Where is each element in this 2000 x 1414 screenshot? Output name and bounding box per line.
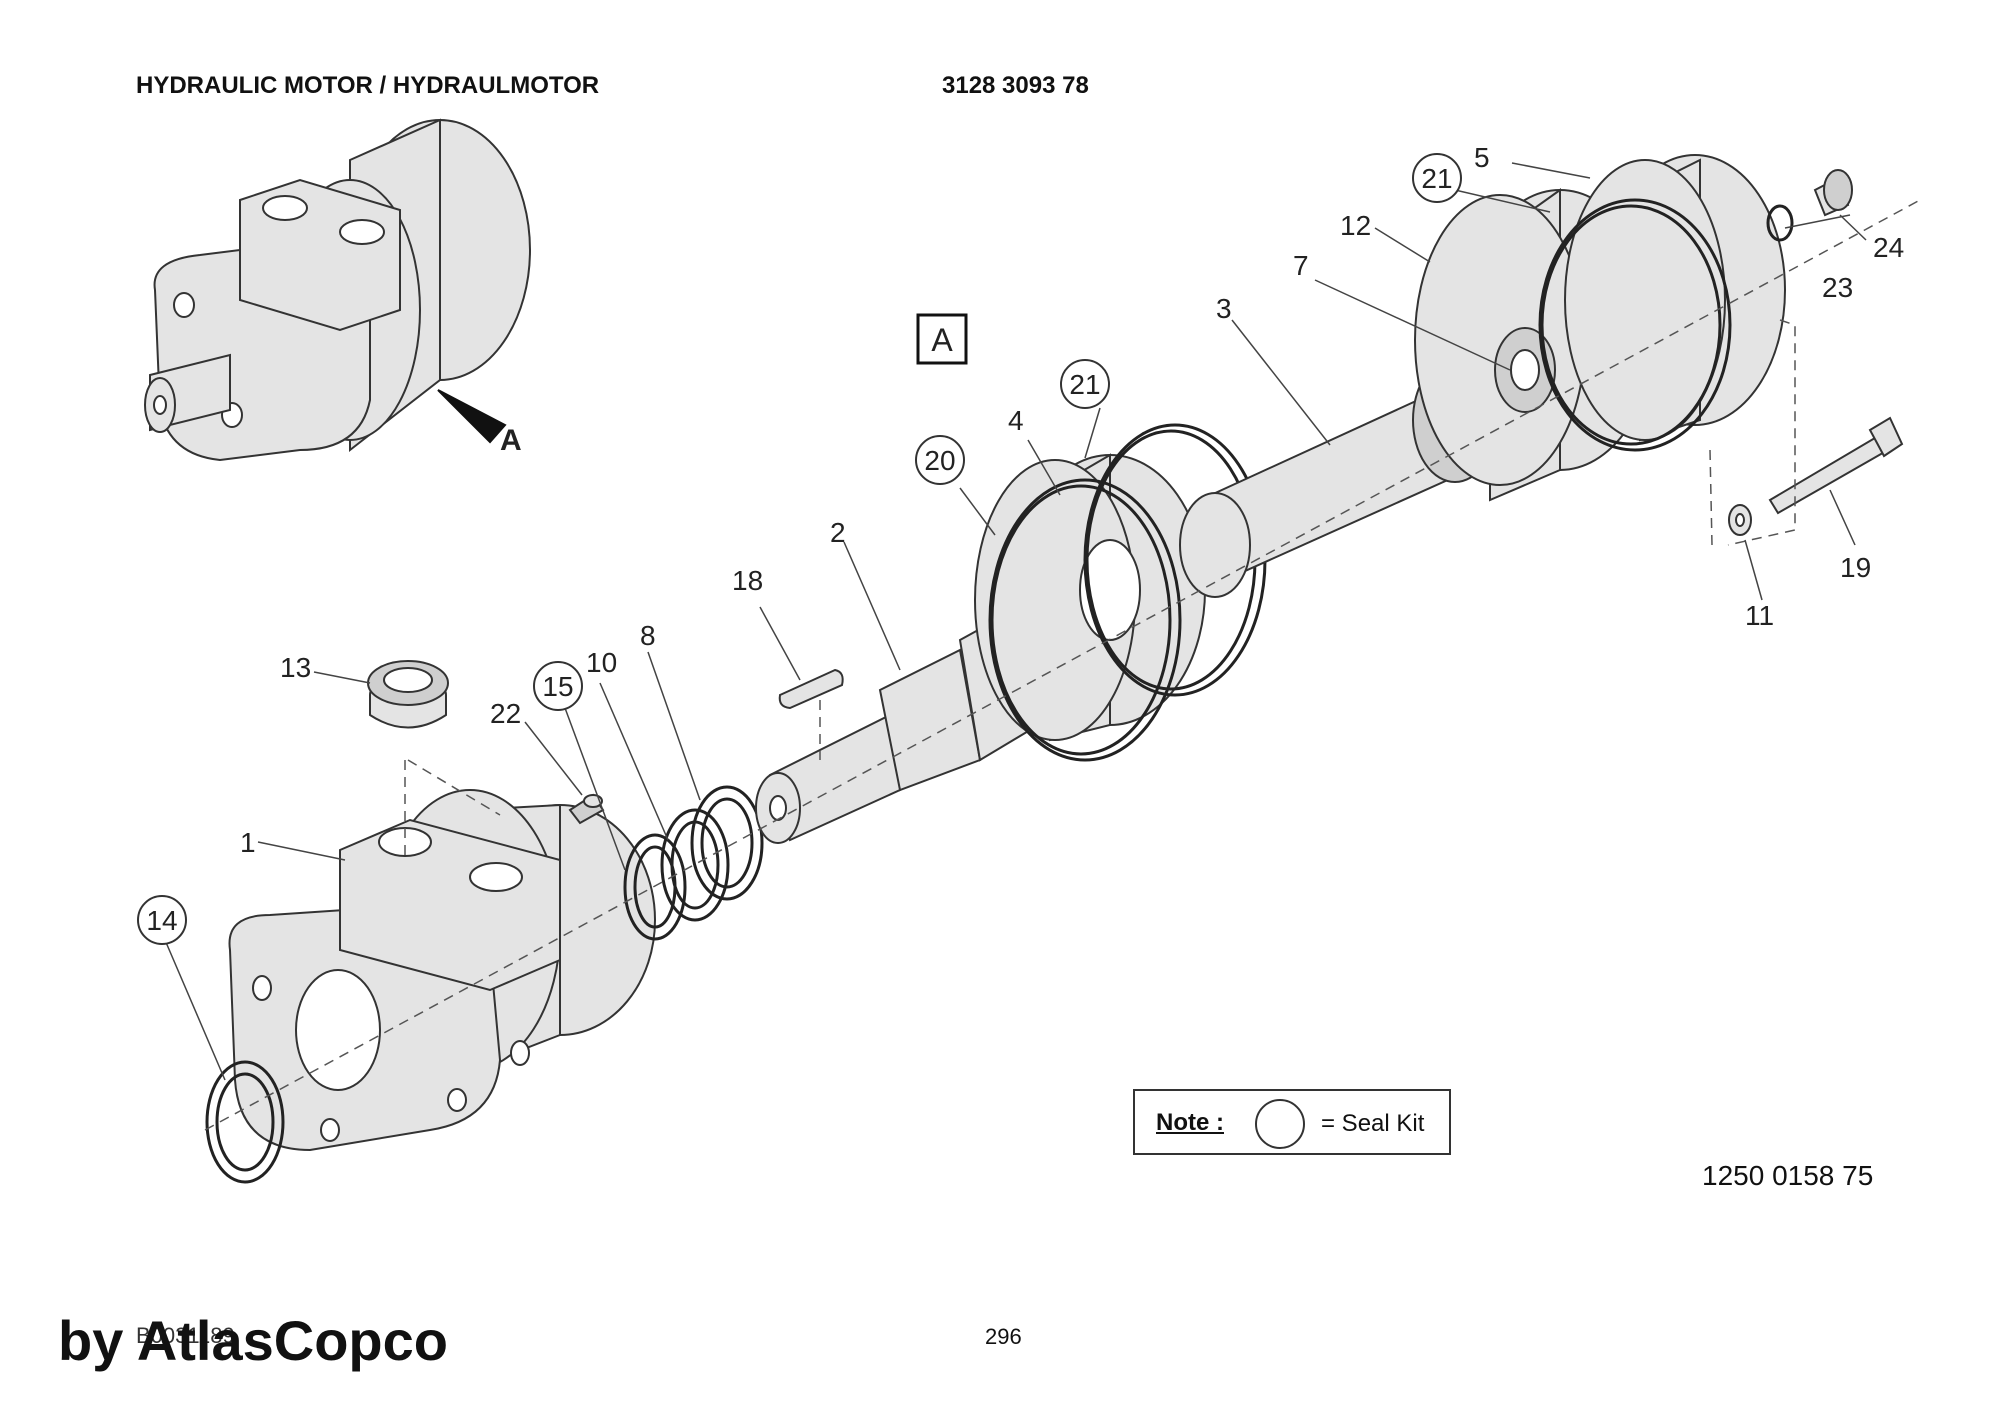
end-cover-part-5 (1564, 154, 1786, 442)
reference-number: 1250 0158 75 (1702, 1160, 1874, 1191)
callout-4: 4 (1008, 405, 1024, 436)
o-ring-part-20 (988, 478, 1182, 762)
brand-watermark: by AtlasCopco (58, 1309, 448, 1372)
callout-15-circle (533, 661, 583, 711)
key-part-18 (778, 668, 844, 710)
callout-21a: 21 (1069, 369, 1100, 400)
plug-part-24 (1813, 169, 1853, 217)
ring-part-14 (205, 1060, 285, 1184)
callout-21a-circle (1060, 359, 1110, 409)
callout-24: 24 (1873, 232, 1904, 263)
note-text: = Seal Kit (1321, 1110, 1425, 1137)
callout-3: 3 (1216, 293, 1232, 324)
view-arrow-label: A (500, 424, 522, 457)
overview-motor-drawing: A (144, 118, 531, 462)
page-title: HYDRAULIC MOTOR / HYDRAULMOTOR (136, 72, 600, 99)
callout-labels: 1 2 3 4 5 7 8 10 11 12 13 14 15 18 19 20… (137, 142, 1904, 945)
page-number: 296 (985, 1324, 1022, 1349)
view-marker-a: A (916, 313, 968, 365)
view-marker-label: A (931, 322, 953, 358)
callout-21b-circle (1412, 153, 1462, 203)
callout-11: 11 (1745, 600, 1774, 631)
callout-10: 10 (586, 647, 617, 678)
plug-part-13 (367, 660, 449, 729)
callout-2: 2 (830, 517, 846, 548)
callout-23: 23 (1822, 272, 1853, 303)
assembly-center-lines (204, 199, 1921, 1131)
note-label: Note : (1156, 1109, 1224, 1136)
washer-part-11 (1728, 504, 1752, 536)
callout-13: 13 (280, 652, 311, 683)
callout-20: 20 (924, 445, 955, 476)
drawing-code: B0031189 (136, 1323, 235, 1348)
callout-1: 1 (240, 827, 256, 858)
washer-part-23 (1766, 204, 1794, 242)
callout-22: 22 (490, 698, 521, 729)
callout-19: 19 (1840, 552, 1871, 583)
callout-21b: 21 (1421, 163, 1452, 194)
callout-12: 12 (1340, 210, 1371, 241)
leader-lines (164, 162, 1867, 1081)
callout-5: 5 (1474, 142, 1490, 173)
seal-kit-circle-icon (1255, 1099, 1305, 1149)
callout-8: 8 (640, 620, 656, 651)
seal-ring-parts-15-10-8 (623, 785, 764, 941)
bolt-part-19 (1768, 416, 1904, 515)
o-ring-part-21b (1538, 198, 1732, 452)
callout-14-circle (137, 895, 187, 945)
callout-20-circle (915, 435, 965, 485)
seal-kit-note: Note : = Seal Kit (1133, 1089, 1451, 1155)
part-number: 3128 3093 78 (942, 72, 1089, 99)
callout-7: 7 (1293, 250, 1309, 281)
callout-15: 15 (542, 671, 573, 702)
callout-14: 14 (146, 905, 177, 936)
housing-part-1 (228, 789, 656, 1152)
callout-18: 18 (732, 565, 763, 596)
